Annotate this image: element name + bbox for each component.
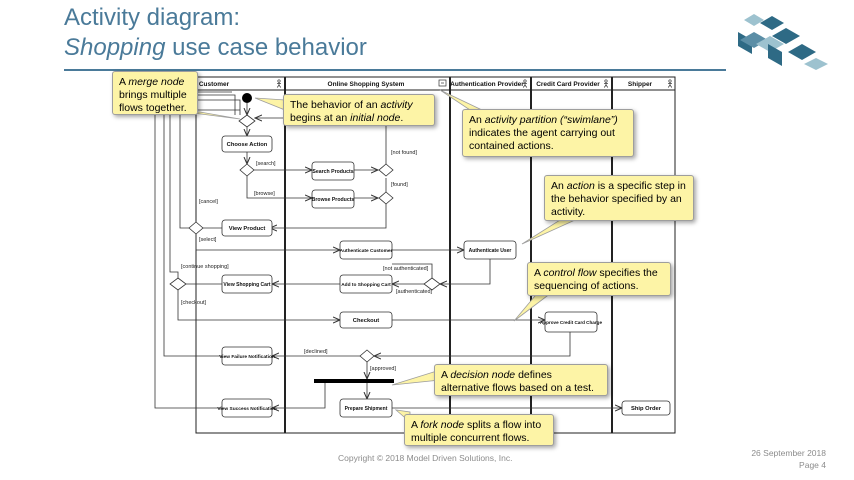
guard-cancel: [cancel] — [199, 199, 218, 205]
action-prepare-shipment — [339, 398, 393, 418]
slide-title-line2: Shopping use case behavior — [64, 34, 367, 62]
label-checkout: Checkout — [353, 318, 379, 324]
label-add-to-shopping-cart: Add to Shopping Cart — [341, 282, 391, 288]
merge-node — [378, 163, 394, 177]
action-authenticate-user — [463, 240, 517, 260]
decision-node — [188, 221, 204, 235]
guard-authenticated: [authenticated] — [396, 289, 433, 295]
guard-browse: [browse] — [254, 191, 275, 197]
label-ship-order: Ship Order — [631, 406, 662, 412]
action-browse-products — [311, 189, 355, 209]
decision-node — [239, 163, 255, 177]
system-icon — [438, 79, 447, 87]
lane-header-authentication-provider: Authentication Provider — [450, 81, 524, 88]
footer-page-number: Page 4 — [799, 460, 826, 470]
lane-header-credit-card-provider: Credit Card Provider — [536, 81, 600, 88]
callout-action: An action is a specific step in the beha… — [544, 175, 694, 221]
action-view-failure-notification — [221, 346, 273, 366]
fork-node — [314, 379, 394, 383]
label-authenticate-customer: Authenticate Customer — [340, 248, 393, 254]
action-authenticate-customer — [339, 240, 393, 260]
label-search-products: Search Products — [312, 169, 353, 175]
lane-header-online-shopping-system: Online Shopping System — [328, 81, 405, 88]
actor-icon — [603, 79, 609, 88]
decision-node — [359, 349, 375, 363]
label-view-success-notification: View Success Notification — [217, 406, 276, 412]
action-view-shopping-cart — [221, 274, 273, 294]
guard-checkout: [checkout] — [181, 300, 207, 306]
label-browse-products: Browse Products — [312, 197, 355, 203]
slide-title-rest: use case behavior — [165, 34, 367, 61]
actor-icon — [667, 79, 673, 88]
merge-node — [378, 191, 394, 205]
label-view-failure-notification: View Failure Notification — [219, 354, 275, 360]
slide-title-line1: Activity diagram: — [64, 4, 241, 31]
label-view-product: View Product — [229, 226, 266, 232]
lane-header-customer: Customer — [199, 81, 230, 88]
callout-fork-node: A fork node splits a flow into multiple … — [404, 414, 554, 446]
guard-approved: [approved] — [370, 366, 396, 372]
footer-date: 26 September 2018 — [751, 448, 826, 458]
guard-not-found: [not found] — [391, 150, 417, 156]
label-authenticate-user: Authenticate User — [469, 248, 512, 254]
guard-declined: [declined] — [304, 349, 328, 355]
label-approve-credit-card-charge: Approve Credit Card Charge — [540, 320, 602, 325]
callout-initial-node: The behavior of an activity begins at an… — [283, 94, 435, 126]
guard-select: [select] — [199, 237, 217, 243]
actor-icon — [276, 79, 282, 88]
callout-activity-partition: An activity partition (“swimlane”) indic… — [462, 109, 634, 157]
action-choose-action — [221, 135, 273, 153]
action-checkout — [339, 311, 393, 329]
guard-continue-shopping: [continue shopping] — [181, 264, 229, 270]
guard-search: [search] — [256, 161, 276, 167]
label-prepare-shipment: Prepare Shipment — [345, 406, 388, 412]
company-logo — [738, 14, 828, 70]
action-approve-credit-card-charge — [544, 311, 598, 333]
action-search-products — [311, 161, 355, 181]
callout-merge-node: A merge node brings multiple flows toget… — [112, 71, 198, 115]
guard-found: [found] — [391, 182, 408, 188]
action-add-to-shopping-cart — [339, 274, 393, 294]
lane-header-shipper: Shipper — [628, 81, 653, 88]
footer-copyright: Copyright © 2018 Model Driven Solutions,… — [338, 453, 513, 463]
callout-decision-node: A decision node defines alternative flow… — [434, 364, 608, 396]
decision-node — [169, 277, 187, 291]
label-choose-action: Choose Action — [227, 142, 268, 148]
action-view-product — [221, 219, 273, 237]
actor-icon — [522, 79, 528, 88]
title-rule — [64, 69, 726, 71]
label-view-shopping-cart: View Shopping Cart — [223, 282, 270, 288]
initial-node — [242, 93, 252, 103]
action-view-success-notification — [221, 398, 273, 418]
guard-not-authenticated: [not authenticated] — [383, 266, 429, 272]
callout-control-flow: A control flow specifies the sequencing … — [527, 262, 671, 296]
slide-title-italic: Shopping — [64, 34, 166, 61]
merge-node — [238, 114, 256, 128]
action-ship-order — [621, 400, 671, 416]
callout-pointers — [184, 89, 576, 423]
decision-node — [423, 277, 441, 291]
